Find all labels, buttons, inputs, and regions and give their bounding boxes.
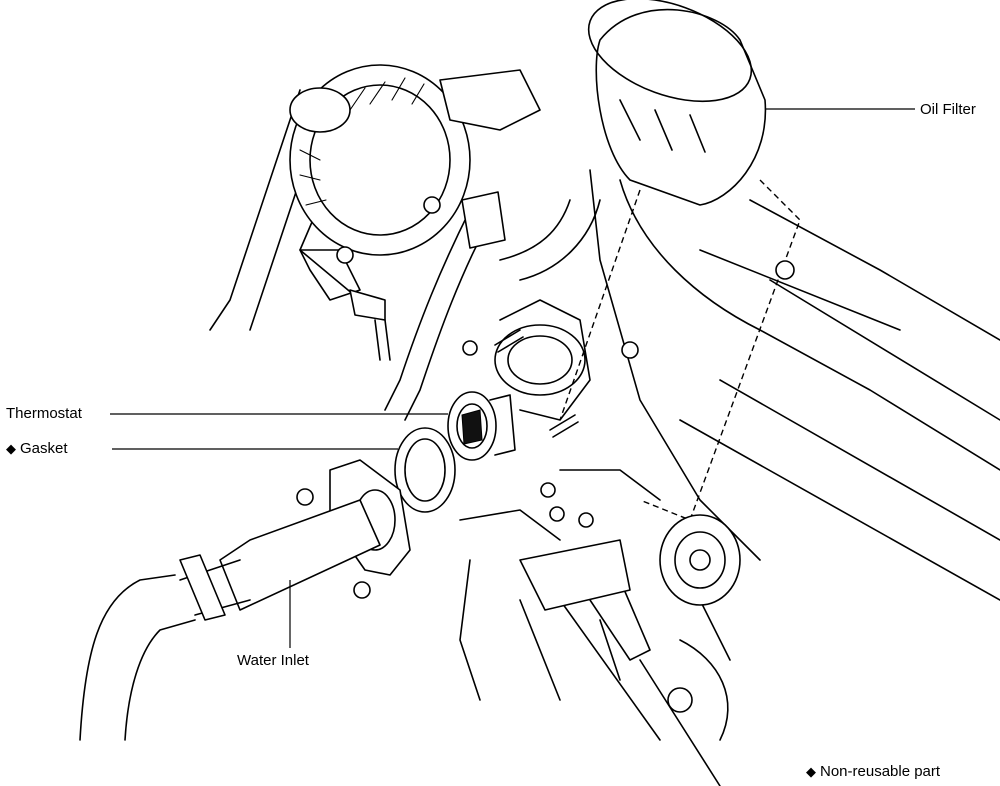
water-pump-housing (462, 299, 591, 438)
oil-filter-label: Oil Filter (920, 101, 976, 118)
legend-mark: ◆ (806, 764, 816, 779)
thermostat-label: Thermostat (6, 405, 82, 422)
oil-filter-shape (559, 0, 801, 521)
thermostat-shape (447, 391, 516, 461)
engine-block-outline (209, 89, 1000, 786)
legend-text: Non-reusable part (820, 763, 941, 780)
wiring-harness (384, 191, 601, 421)
gasket-label-group: ◆ Gasket (6, 440, 68, 458)
water-inlet-shape (79, 459, 411, 741)
gasket-shape (394, 427, 456, 513)
alternator (289, 64, 541, 361)
non-reusable-mark: ◆ (6, 441, 16, 456)
water-inlet-label: Water Inlet (237, 652, 309, 669)
gasket-label: Gasket (20, 440, 68, 457)
crank-pulley (519, 514, 741, 713)
bolts (423, 196, 795, 528)
legend-non-reusable: ◆ Non-reusable part (806, 763, 940, 781)
